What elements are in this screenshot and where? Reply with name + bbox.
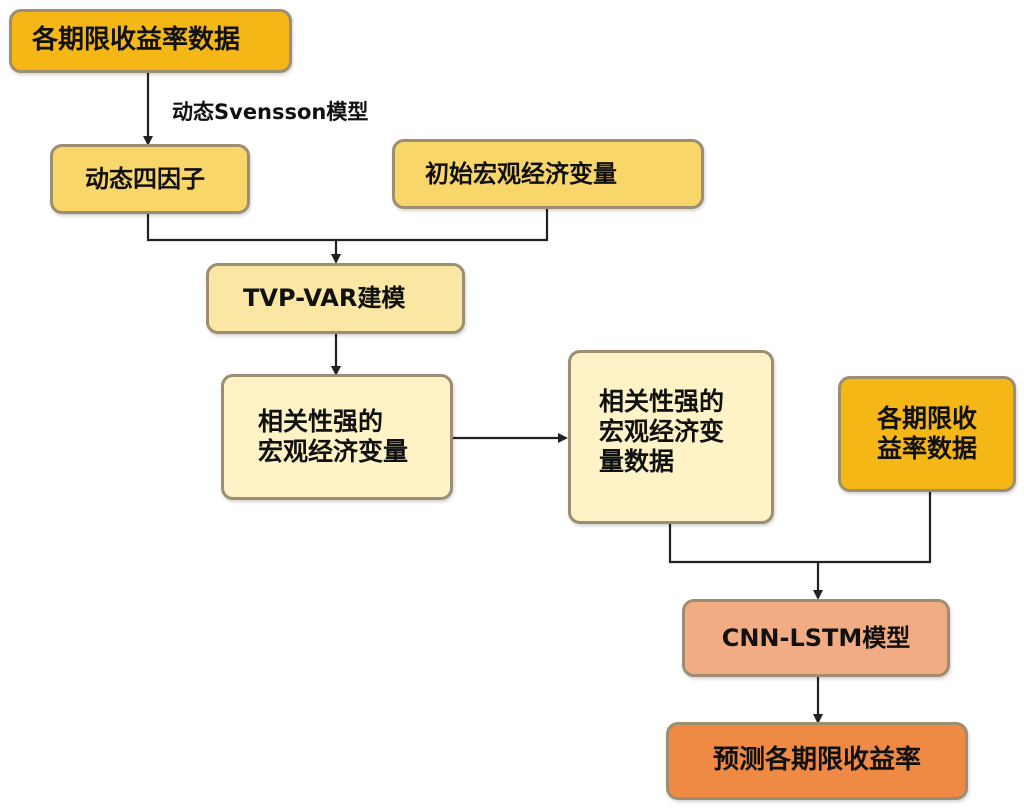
dynamic-factors-box: 动态四因子 bbox=[50, 144, 250, 214]
strong-macro-box: 相关性强的 宏观经济变量 bbox=[221, 374, 453, 500]
yield-data-top-label: 各期限收益率数据 bbox=[32, 25, 241, 56]
initial-macro-label: 初始宏观经济变量 bbox=[425, 159, 617, 188]
yield-data-top-box: 各期限收益率数据 bbox=[9, 9, 292, 73]
predict-box: 预测各期限收益率 bbox=[666, 722, 968, 800]
strong-macro-data-line1: 相关性强的 bbox=[599, 387, 725, 416]
connector-merge-to-cnnlstm bbox=[668, 491, 932, 564]
connector-merge-factors-macro bbox=[146, 206, 549, 242]
yield-data-right-line2: 益率数据 bbox=[876, 434, 977, 463]
yield-data-right-line1: 各期限收 bbox=[876, 404, 977, 433]
strong-macro-data-line3: 量数据 bbox=[599, 447, 675, 476]
svensson-model-label: 动态Svensson模型 bbox=[172, 100, 369, 124]
initial-macro-box: 初始宏观经济变量 bbox=[392, 139, 704, 209]
predict-label: 预测各期限收益率 bbox=[712, 745, 921, 776]
tvp-var-label: TVP-VAR建模 bbox=[243, 284, 406, 313]
dynamic-factors-label: 动态四因子 bbox=[85, 164, 205, 193]
cnn-lstm-box: CNN-LSTM模型 bbox=[682, 599, 950, 677]
strong-macro-line1: 相关性强的 bbox=[258, 407, 384, 436]
yield-data-right-box: 各期限收 益率数据 bbox=[838, 376, 1016, 492]
cnn-lstm-label: CNN-LSTM模型 bbox=[721, 623, 911, 652]
strong-macro-line2: 宏观经济变量 bbox=[258, 437, 409, 466]
strong-macro-data-line2: 宏观经济变 bbox=[599, 417, 725, 446]
strong-macro-data-box: 相关性强的 宏观经济变 量数据 bbox=[568, 350, 774, 524]
tvp-var-box: TVP-VAR建模 bbox=[206, 263, 465, 334]
